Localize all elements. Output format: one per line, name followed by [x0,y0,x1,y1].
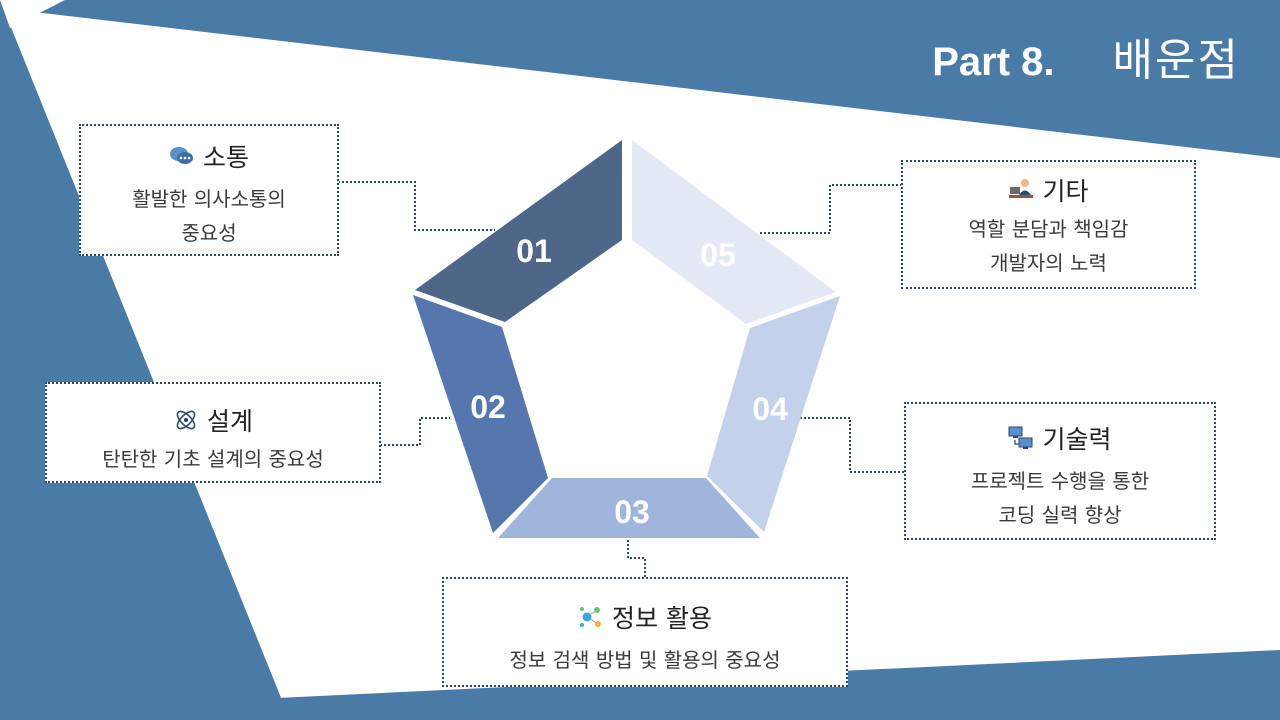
atom-icon [176,410,196,430]
card-communication-header: 소통 [81,138,337,174]
card-communication-title: 소통 [202,143,249,172]
card-communication: 소통 활발한 의사소통의 중요성 [79,124,339,256]
card-etc-line2: 개발자의 노력 [990,251,1107,275]
segment-05 [632,140,836,324]
segment-02 [413,295,548,533]
segment-03-number: 03 [614,494,650,530]
card-skill-title: 기술력 [1042,425,1112,454]
card-skill-line2: 코딩 실력 향상 [998,503,1122,527]
segment-04-number: 04 [752,391,788,427]
card-skill: 기술력 프로젝트 수행을 통한 코딩 실력 향상 [904,402,1216,540]
card-design-line1: 탄탄한 기초 설계의 중요성 [102,447,324,471]
white-triangle [0,0,65,28]
segment-04 [707,296,840,532]
segment-05-number: 05 [700,237,736,273]
card-skill-header: 기술력 [906,420,1214,456]
card-etc-line1: 역할 분담과 책임감 [968,217,1129,241]
segment-01-number: 01 [516,233,552,269]
speech-bubbles-icon [169,147,193,164]
left-band [0,0,290,720]
segment-01 [415,140,622,322]
slide-title: Part 8. 배운점 [932,24,1240,88]
card-info-title: 정보 활용 [612,604,712,633]
card-etc: 기타 역할 분담과 책임감 개발자의 노력 [901,160,1196,289]
top-band [0,0,1280,158]
card-design: 설계 탄탄한 기초 설계의 중요성 [45,382,381,483]
person-at-desk-icon [1009,179,1034,198]
card-info: 정보 활용 정보 검색 방법 및 활용의 중요성 [442,577,848,687]
card-info-line1: 정보 검색 방법 및 활용의 중요성 [509,648,781,672]
computers-icon [1008,426,1033,449]
card-etc-header: 기타 [903,172,1194,208]
network-nodes-icon [580,607,602,627]
card-etc-title: 기타 [1042,177,1089,206]
card-skill-line1: 프로젝트 수행을 통한 [970,469,1150,493]
segment-02-number: 02 [470,389,506,425]
card-design-header: 설계 [47,402,379,438]
card-communication-line2: 중요성 [181,221,237,245]
card-design-title: 설계 [206,407,253,436]
part-label: Part 8. [932,40,1055,84]
section-name: 배운점 [1112,35,1240,86]
segment-03 [498,478,760,538]
card-info-header: 정보 활용 [444,599,846,635]
card-communication-line1: 활발한 의사소통의 [132,187,286,211]
